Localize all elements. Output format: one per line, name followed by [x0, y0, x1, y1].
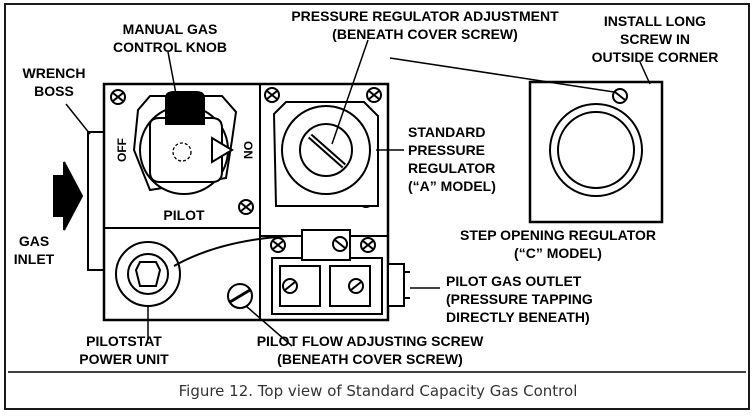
flow-label-2: (BENEATH COVER SCREW) [277, 351, 463, 367]
step-label-1: STEP OPENING REGULATOR [460, 227, 656, 243]
install-label-1: INSTALL LONG [604, 13, 706, 29]
pilot-gas-outlet [387, 263, 405, 307]
standard-label-3: REGULATOR [408, 160, 495, 176]
standard-label-1: STANDARD [408, 124, 486, 140]
install-label-2: SCREW IN [620, 31, 690, 47]
manual-gas-label-1: MANUAL GAS [123, 21, 218, 37]
install-label-3: OUTSIDE CORNER [592, 49, 719, 65]
figure-caption: Figure 12. Top view of Standard Capacity… [179, 382, 578, 400]
pilotstat-label-1: PILOTSTAT [86, 333, 162, 349]
gas-inlet-label-1: GAS [19, 233, 49, 249]
manual-gas-label-2: CONTROL KNOB [113, 39, 227, 55]
flow-label-1: PILOT FLOW ADJUSTING SCREW [257, 333, 484, 349]
step-label-2: (“C” MODEL) [514, 245, 602, 261]
screw-icon [110, 89, 126, 105]
pressure-adj-label-1: PRESSURE REGULATOR ADJUSTMENT [291, 8, 559, 24]
off-label: OFF [115, 138, 129, 162]
on-label: ON [241, 141, 255, 159]
pressure-adj-label-2: (BENEATH COVER SCREW) [332, 26, 518, 42]
pilot-label: PILOT [163, 207, 205, 223]
gas-inlet-arrow [53, 161, 84, 231]
outlet-label-3: DIRECTLY BENEATH) [446, 309, 590, 325]
outlet-label-2: (PRESSURE TAPPING [446, 291, 593, 307]
gas-inlet-label-2: INLET [14, 251, 55, 267]
figure-frame [4, 3, 750, 410]
pilotstat-label-2: POWER UNIT [79, 351, 169, 367]
standard-label-2: PRESSURE [408, 142, 485, 158]
wrench-label-2: BOSS [34, 83, 74, 99]
outlet-label-1: PILOT GAS OUTLET [446, 273, 582, 289]
wrench-label-1: WRENCH [23, 65, 86, 81]
standard-label-4: (“A” MODEL) [408, 178, 496, 194]
